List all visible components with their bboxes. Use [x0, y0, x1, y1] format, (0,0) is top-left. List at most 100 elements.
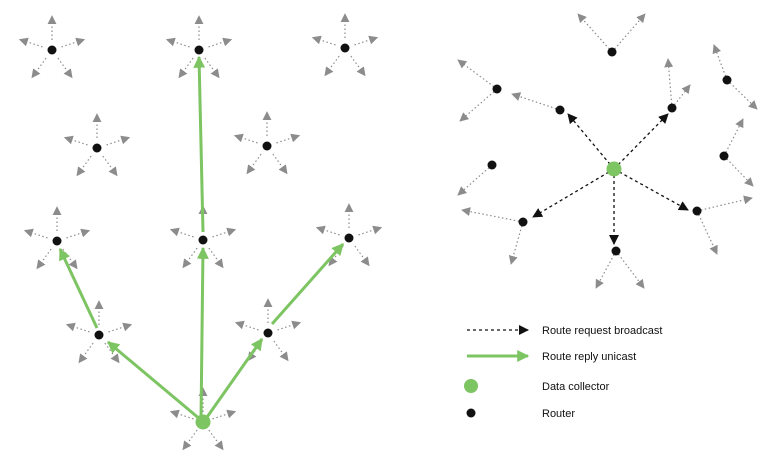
broadcast-arrow: [567, 113, 615, 170]
router-node: [94, 330, 104, 340]
flood-arrow: [61, 37, 86, 48]
flood-arrow: [273, 340, 289, 362]
flood-arrow: [664, 58, 674, 109]
flood-arrow: [276, 133, 301, 144]
unicast-arrow: [107, 340, 202, 422]
router-node: [263, 328, 273, 338]
legend-collector-label: Data collector: [542, 381, 610, 393]
flood-arrow: [212, 227, 237, 238]
flood-arrow: [165, 37, 190, 48]
legend-router-label: Router: [542, 408, 575, 420]
flood-arrow: [461, 207, 524, 223]
right-flood-arrows: [457, 13, 758, 289]
unicast-arrow: [270, 243, 345, 325]
flood-arrow: [66, 228, 91, 239]
flood-arrow: [671, 84, 691, 109]
flood-arrow: [324, 55, 340, 77]
flood-arrow: [108, 322, 133, 333]
flood-arrow: [726, 79, 758, 110]
data-collector-node: [195, 414, 211, 430]
router-node: [262, 141, 272, 151]
flood-arrow: [65, 322, 90, 333]
router-node: [52, 236, 62, 246]
flood-arrow: [457, 59, 498, 90]
unicast-arrow: [196, 246, 209, 421]
route-request-broadcast-arrows: [532, 113, 689, 245]
flood-arrow: [208, 37, 233, 48]
flood-arrow: [511, 92, 561, 111]
flood-arrow: [23, 228, 48, 239]
unicast-arrow: [203, 338, 264, 421]
flood-arrow: [577, 13, 613, 53]
flood-arrow: [204, 57, 220, 79]
legend-broadcast-label: Route request broadcast: [542, 325, 662, 337]
flood-arrow: [358, 225, 383, 236]
flood-arrow: [63, 135, 88, 146]
flood-arrow: [508, 221, 524, 265]
flood-arrow: [18, 37, 43, 48]
flood-arrow: [350, 55, 366, 77]
flood-arrow: [102, 155, 118, 177]
router-node: [492, 84, 502, 94]
flood-arrow: [457, 164, 493, 196]
router-node: [92, 143, 102, 153]
router-node: [344, 233, 354, 243]
unicast-arrow: [58, 247, 99, 329]
flood-arrow: [76, 155, 92, 177]
router-node: [667, 103, 677, 113]
flood-arrow: [354, 245, 370, 267]
flood-arrow: [315, 225, 340, 236]
flood-arrow: [723, 118, 744, 157]
data-collector-node: [606, 161, 622, 177]
router-node: [194, 45, 204, 55]
legend-unicast-label: Route reply unicast: [542, 351, 636, 363]
flood-arrow: [272, 153, 288, 175]
broadcast-arrow: [613, 113, 669, 170]
flood-arrow: [277, 320, 302, 331]
flood-arrow: [615, 250, 645, 289]
router-node: [722, 75, 732, 85]
flood-arrow: [182, 429, 198, 451]
legend: Route request broadcast Route reply unic…: [464, 325, 662, 420]
router-node: [607, 47, 617, 57]
broadcast-arrow: [532, 168, 615, 218]
router-node: [487, 160, 497, 170]
router-node: [692, 206, 702, 216]
flood-arrow: [208, 429, 224, 451]
legend-collector-swatch: [464, 379, 478, 393]
network-nodes: [47, 43, 732, 430]
flood-arrow: [595, 250, 617, 289]
flood-arrow: [178, 57, 194, 79]
legend-router-swatch: [466, 408, 476, 418]
flood-arrow: [78, 342, 94, 364]
flood-arrow: [246, 153, 262, 175]
router-node: [719, 151, 729, 161]
router-node: [555, 105, 565, 115]
flood-arrow: [208, 247, 224, 269]
broadcast-arrow: [613, 168, 689, 211]
flood-arrow: [459, 88, 498, 122]
router-node: [518, 217, 528, 227]
router-node: [611, 246, 621, 256]
flood-arrow: [234, 320, 259, 331]
flood-arrow: [696, 195, 753, 212]
flood-arrow: [57, 57, 73, 79]
unicast-arrow: [193, 55, 206, 233]
flood-arrow: [611, 13, 646, 53]
flood-arrow: [354, 35, 379, 46]
flood-arrow: [311, 35, 336, 46]
flood-arrow: [712, 44, 728, 81]
flood-arrow: [233, 133, 258, 144]
flood-arrow: [106, 135, 131, 146]
flood-arrow: [212, 409, 237, 420]
flood-arrow: [723, 155, 754, 187]
flood-arrow: [36, 248, 52, 270]
router-node: [340, 43, 350, 53]
route-reply-unicast-arrows: [58, 55, 345, 422]
flood-arrow: [696, 210, 718, 255]
flood-arrow: [31, 57, 47, 79]
router-node: [47, 45, 57, 55]
flood-arrow: [182, 247, 198, 269]
flood-arrow: [169, 227, 194, 238]
